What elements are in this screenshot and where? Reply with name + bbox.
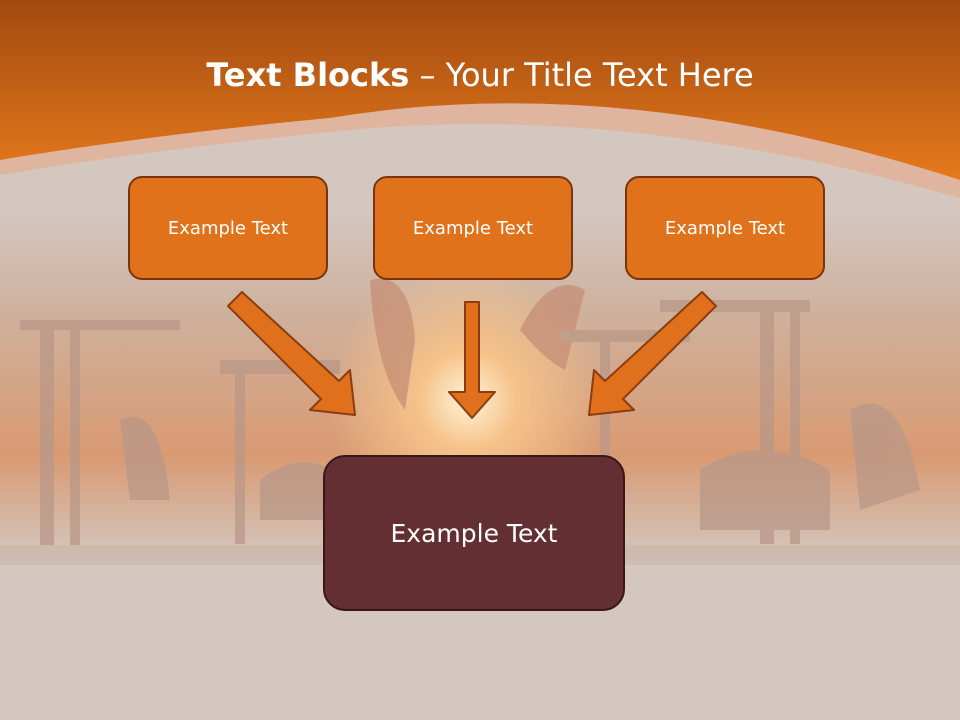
text-block-bottom[interactable]: Example Text [323,455,625,611]
title-dash: – [409,56,446,94]
text-block-label: Example Text [664,217,786,239]
header-swoosh [0,103,960,198]
text-block-label: Example Text [167,217,289,239]
slide-title: Text Blocks – Your Title Text Here [0,52,960,98]
text-block-top-right[interactable]: Example Text [625,176,825,280]
arrow-down-left-icon [588,291,717,416]
arrow-down-icon [448,301,496,419]
title-rest: Your Title Text Here [445,56,754,94]
text-block-label: Example Text [390,518,558,548]
header-band [0,0,960,180]
text-block-label: Example Text [412,217,534,239]
title-bold: Text Blocks [206,56,410,94]
text-block-top-left[interactable]: Example Text [128,176,328,280]
arrow-down-right-icon [227,291,356,416]
text-block-top-middle[interactable]: Example Text [373,176,573,280]
